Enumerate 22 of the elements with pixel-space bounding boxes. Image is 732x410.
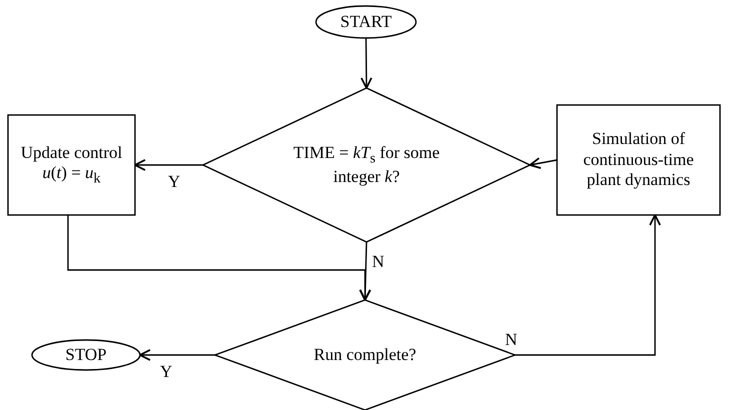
edge-label: Y <box>160 362 172 382</box>
terminal-ellipse <box>32 340 140 370</box>
node-label: Run complete? <box>312 344 418 366</box>
decision-diamond <box>203 88 530 242</box>
edge-label: Y <box>168 172 180 192</box>
arrow <box>134 159 203 171</box>
arrow <box>359 242 372 301</box>
process-box <box>8 115 135 215</box>
node-label: STOP <box>64 344 108 366</box>
node-label: START <box>339 12 393 32</box>
process-box <box>557 105 720 215</box>
node-label: TIME = kT$_{s}$ for some integer k? <box>292 142 441 188</box>
arrow <box>515 214 661 356</box>
edge-label: N <box>505 330 518 350</box>
node-label: Update control u(t) = u$_{k}$ <box>20 142 124 188</box>
arrow <box>529 157 558 169</box>
decision-diamond <box>215 300 515 410</box>
arrow <box>360 38 372 89</box>
node-label: Simulation of continuous-time plant dynamics <box>582 129 695 191</box>
arrow <box>139 349 215 361</box>
edge-label: N <box>372 252 384 272</box>
terminal-ellipse <box>316 6 416 38</box>
